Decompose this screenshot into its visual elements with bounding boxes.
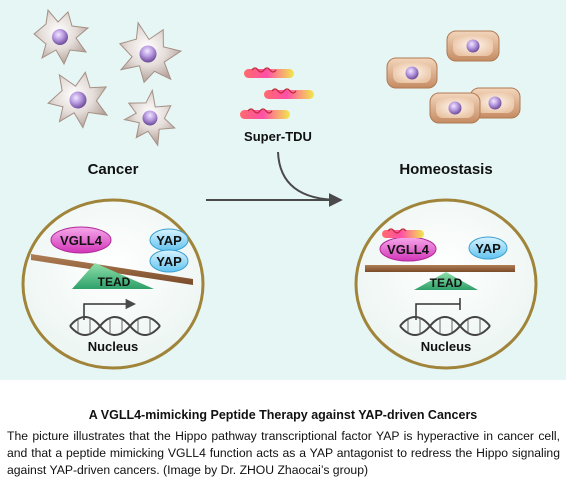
tead-label: TEAD (98, 275, 131, 289)
homeostasis-nucleus-panel: TEAD VGLL4 YAP Nucleus (354, 198, 538, 370)
normal-cell-icon (386, 57, 438, 89)
normal-cell-icon (446, 30, 500, 62)
peptide-icon (244, 67, 294, 78)
cancer-cell-icon (47, 71, 109, 129)
tead-label: TEAD (430, 276, 463, 290)
cancer-cell-icon (118, 21, 183, 84)
normal-cell-icon (429, 92, 481, 124)
peptide-icon (382, 228, 424, 238)
vgll4-label: VGLL4 (60, 233, 103, 248)
cancer-cell-icon (123, 88, 176, 147)
cancer-cell-icon (33, 8, 90, 66)
yap-label: YAP (475, 241, 501, 256)
tead-fulcrum (414, 272, 478, 290)
nucleus-label: Nucleus (421, 339, 472, 354)
balance-beam (365, 265, 515, 272)
hippo-pathway-figure: Super-TDU Cancer Homeostasis TEAD VGLL4 … (0, 0, 566, 380)
tead-fulcrum (72, 263, 154, 289)
peptide-icon (264, 88, 314, 99)
normal-cell-icon (469, 87, 521, 119)
nucleus-label: Nucleus (88, 339, 139, 354)
cancer-nucleus-panel: TEAD VGLL4 YAP YAP Nucleus (21, 198, 205, 370)
caption-body: The picture illustrates that the Hippo p… (7, 429, 560, 477)
vgll4-protein (50, 226, 112, 254)
peptide-icon (240, 108, 290, 119)
yap-label: YAP (156, 233, 182, 248)
super-tdu-label: Super-TDU (244, 129, 312, 144)
balance-beam (31, 254, 193, 285)
gene-arrow-icon (415, 303, 460, 320)
yap-protein (468, 236, 508, 260)
yap-label: YAP (156, 254, 182, 269)
dna-helix-icon (69, 316, 161, 336)
homeostasis-label: Homeostasis (399, 161, 492, 178)
caption-title: A VGLL4-mimicking Peptide Therapy agains… (88, 408, 478, 422)
gene-arrow-icon (83, 298, 137, 320)
cancer-label: Cancer (88, 161, 139, 178)
vgll4-label: VGLL4 (387, 242, 430, 257)
dna-helix-icon (399, 316, 491, 336)
yap-protein (149, 249, 189, 273)
normal-cells-group (386, 30, 521, 124)
peptides-group (240, 67, 314, 119)
cancer-cells-group (33, 8, 183, 147)
